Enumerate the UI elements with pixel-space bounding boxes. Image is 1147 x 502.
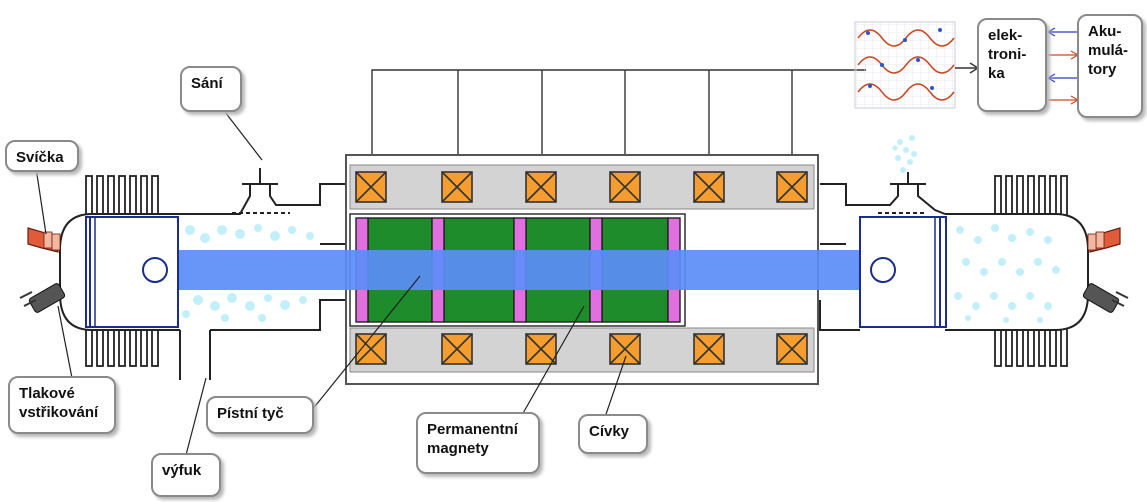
- coil: [525, 333, 557, 365]
- lower-coils: [355, 333, 808, 365]
- label-svicka: Svíčka: [5, 140, 79, 172]
- coil: [441, 333, 473, 365]
- label-permanentni-magnety: Permanentní magnety: [416, 412, 540, 474]
- label-vyfuk: výfuk: [151, 453, 221, 497]
- coil: [776, 171, 808, 203]
- coil: [693, 333, 725, 365]
- waveform-phase-2: [857, 56, 955, 74]
- left-injector-icon: [19, 283, 66, 313]
- left-spark-plug-icon: [27, 227, 61, 253]
- coil: [776, 333, 808, 365]
- right-spark-plug-icon: [1087, 227, 1121, 253]
- label-akumulatory: Aku- mulá- tory: [1077, 14, 1143, 118]
- coil: [441, 171, 473, 203]
- arrow-to-electronics: [955, 62, 980, 74]
- upper-coils: [355, 171, 808, 203]
- upper-stator: [349, 164, 815, 210]
- label-elektronika: elek- troni- ka: [977, 18, 1047, 112]
- label-sani: Sání: [180, 66, 242, 112]
- leader-lines: [35, 111, 627, 456]
- right-piston: [859, 216, 947, 328]
- piston-rod: [176, 250, 866, 290]
- waveform-phase-3: [857, 83, 955, 101]
- label-civky: Cívky: [578, 414, 648, 454]
- right-cooling-fins: [994, 175, 1068, 367]
- label-pistni-tyc: Pístní tyč: [206, 396, 314, 434]
- coil: [355, 171, 387, 203]
- coil: [693, 171, 725, 203]
- coil: [525, 171, 557, 203]
- left-ducts: [179, 168, 346, 380]
- coil: [609, 333, 641, 365]
- fuel-mixture-bubbles: [182, 135, 1060, 323]
- waveform-phase-1: [857, 29, 955, 47]
- right-injector-icon: [1082, 283, 1129, 313]
- label-tlakove-vstrikovani: Tlakové vstřikování: [8, 376, 116, 434]
- waveform-panel: [854, 21, 956, 109]
- lower-stator: [349, 327, 815, 373]
- power-arrows: [1046, 27, 1080, 105]
- left-piston: [85, 216, 179, 328]
- coil-wires: [371, 69, 866, 155]
- coil: [609, 171, 641, 203]
